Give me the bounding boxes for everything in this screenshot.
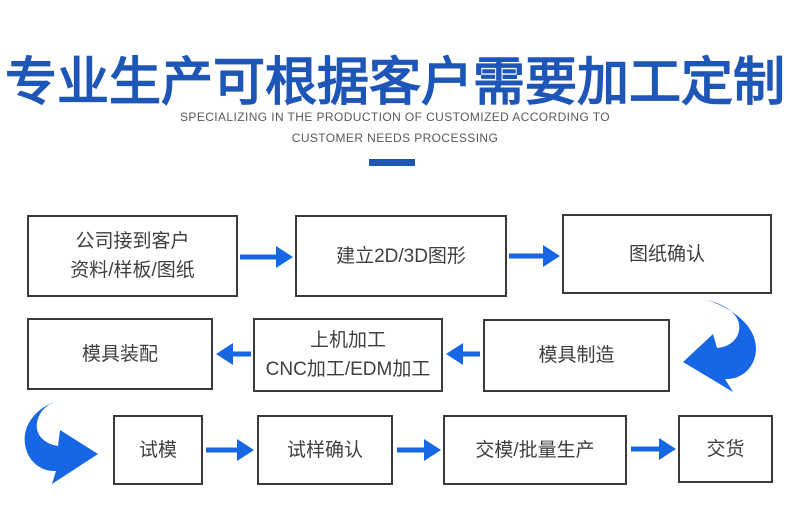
flow-step-mold-making: 模具制造 <box>483 319 670 392</box>
flow-step-label: 试样确认 <box>286 439 363 461</box>
arrow-right-icon <box>397 439 441 461</box>
subtitle-line-2: CUSTOMER NEEDS PROCESSING <box>291 131 499 145</box>
arrow-left-icon <box>216 343 251 365</box>
flow-step-drawing-confirm: 图纸确认 <box>562 214 772 294</box>
arrow-right-icon <box>240 246 293 268</box>
flow-step-label: CNC加工/EDM加工 <box>265 359 431 380</box>
arrow-right-icon <box>631 438 676 460</box>
flow-step-label: 试模 <box>138 439 177 461</box>
flow-step-label: 上机加工 <box>309 330 386 351</box>
flow-step-label: 资料/样板/图纸 <box>70 260 195 281</box>
flow-step-label: 图纸确认 <box>628 243 705 265</box>
flow-step-label: 模具装配 <box>81 343 158 365</box>
flow-step-label: 交货 <box>706 438 745 460</box>
flow-step-machining: 上机加工 CNC加工/EDM加工 <box>253 318 443 392</box>
flow-step-sample-confirm: 试样确认 <box>257 415 393 485</box>
subtitle-line-1: SPECIALIZING IN THE PRODUCTION OF CUSTOM… <box>180 110 610 124</box>
arrow-left-icon <box>446 343 480 365</box>
curved-arrow-down-right-icon <box>24 400 99 484</box>
flow-step-modeling: 建立2D/3D图形 <box>295 215 507 297</box>
flow-step-receive: 公司接到客户 资料/样板/图纸 <box>27 215 238 297</box>
flow-step-label: 公司接到客户 <box>75 231 190 252</box>
flow-step-trial-mold: 试模 <box>113 415 203 485</box>
arrow-right-icon <box>509 245 560 267</box>
arrow-right-icon <box>206 439 254 461</box>
flow-step-label: 模具制造 <box>538 345 615 366</box>
page-title: 专业生产可根据客户需要加工定制 <box>4 54 785 112</box>
flow-step-mold-assembly: 模具装配 <box>27 318 213 390</box>
flow-step-delivery-production: 交模/批量生产 <box>443 415 627 485</box>
title-divider <box>369 159 415 166</box>
curved-arrow-down-left-icon <box>683 300 757 392</box>
flow-step-label: 交模/批量生产 <box>475 439 595 461</box>
flow-step-delivery: 交货 <box>678 415 773 483</box>
page-subtitle: SPECIALIZING IN THE PRODUCTION OF CUSTOM… <box>0 107 790 149</box>
flow-step-label: 建立2D/3D图形 <box>336 245 466 267</box>
